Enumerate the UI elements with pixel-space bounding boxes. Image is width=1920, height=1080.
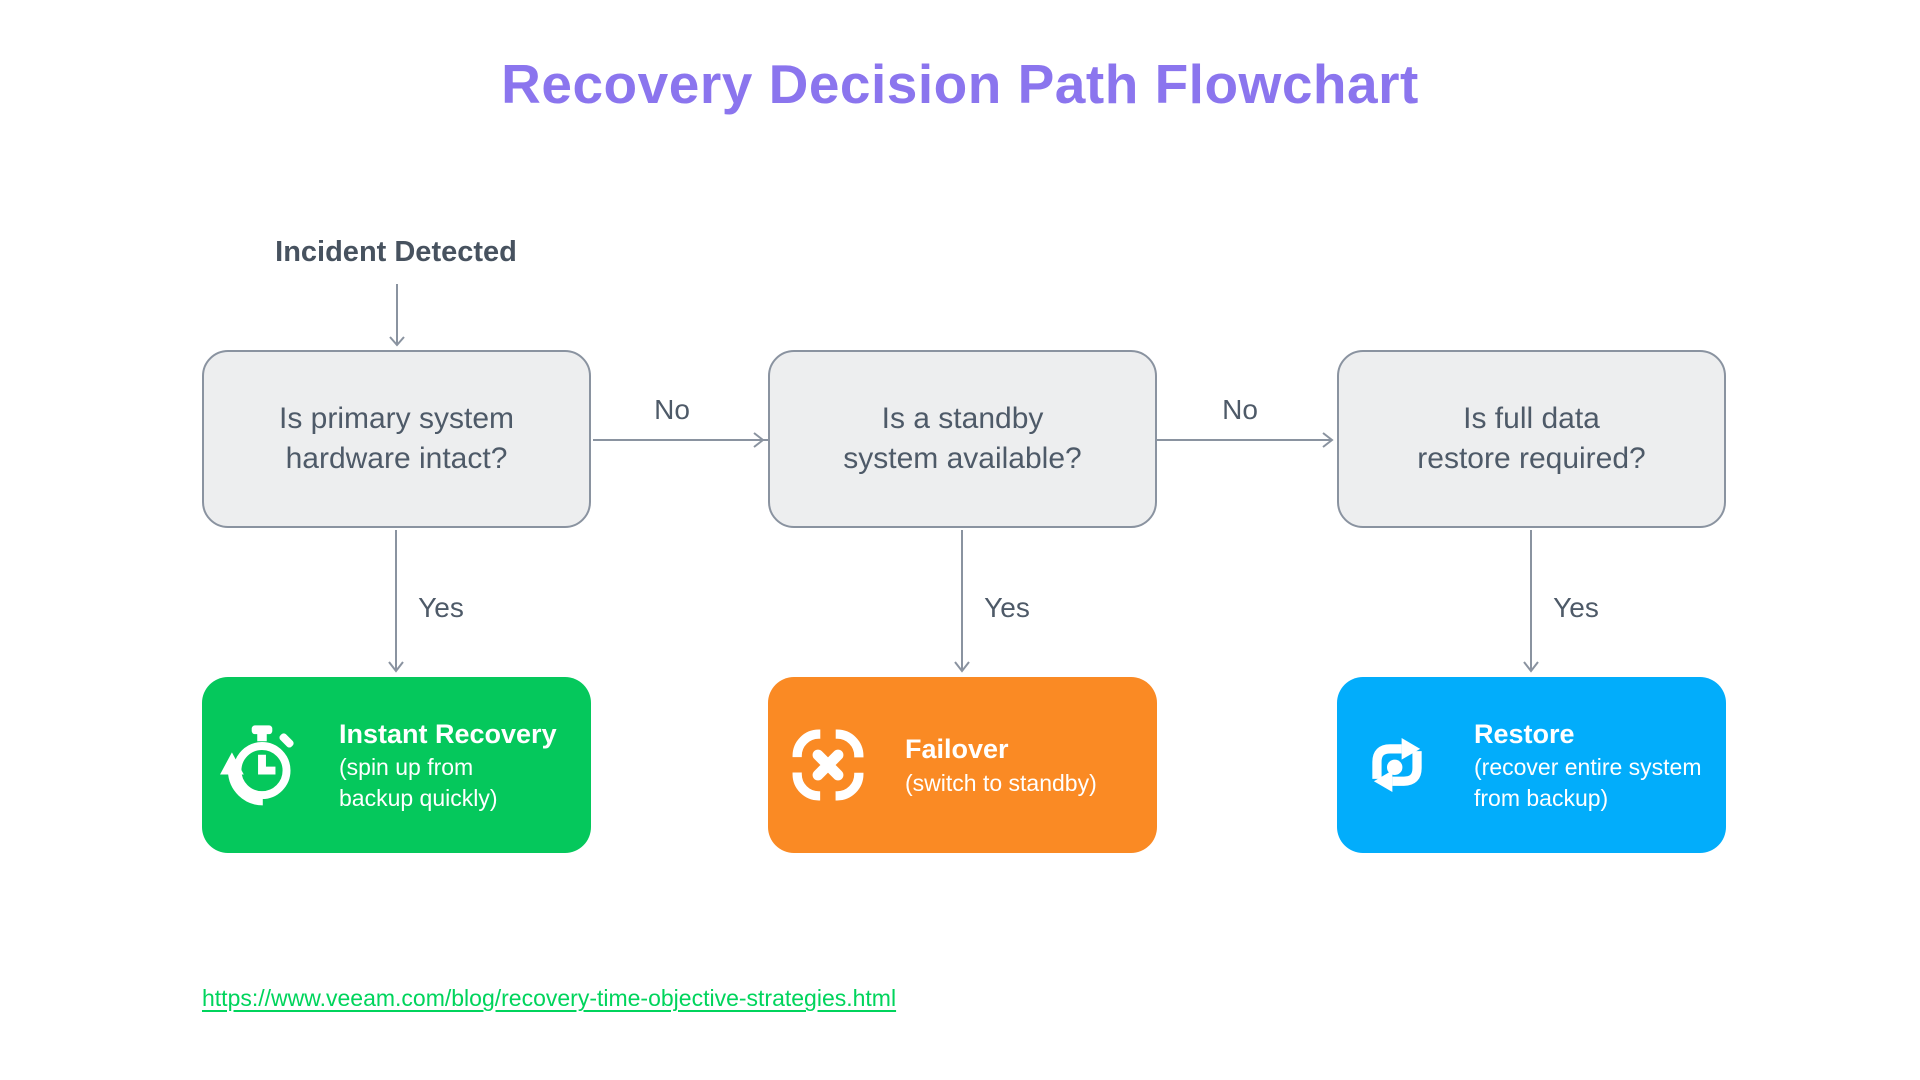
decision-box-hardware-intact: Is primary system hardware intact? <box>202 350 591 528</box>
result-title: Failover <box>905 734 1009 765</box>
result-subtitle: (switch to standby) <box>905 769 1097 796</box>
result-text: Failover (switch to standby) <box>905 731 1097 798</box>
decision-question: Is primary system hardware intact? <box>278 401 515 476</box>
result-box-failover: Failover (switch to standby) <box>768 677 1157 853</box>
stopwatch-icon <box>220 725 300 806</box>
result-subtitle: (spin up from backup quickly) <box>339 754 498 812</box>
result-text: Instant Recovery (spin up from backup qu… <box>339 716 557 815</box>
arrowhead <box>389 336 405 347</box>
arrowhead <box>753 432 765 448</box>
source-link[interactable]: https://www.veeam.com/blog/recovery-time… <box>202 985 897 1011</box>
decision-question: Is full data restore required? <box>1417 401 1646 476</box>
decision-box-standby-available: Is a standby system available? <box>768 350 1157 528</box>
restore-cycle-icon <box>1359 725 1435 805</box>
result-text: Restore (recover entire system from back… <box>1474 716 1702 815</box>
edge-label-no-1: No <box>654 394 690 425</box>
page-title: Recovery Decision Path Flowchart <box>501 53 1419 115</box>
arrowhead <box>388 661 404 673</box>
edge-label-yes-2: Yes <box>984 592 1030 623</box>
arrowhead <box>1523 661 1539 673</box>
arrowhead <box>1322 432 1334 448</box>
failover-x-icon <box>790 725 866 805</box>
result-box-restore: Restore (recover entire system from back… <box>1337 677 1726 853</box>
result-title: Instant Recovery <box>339 718 557 749</box>
result-subtitle: (recover entire system from backup) <box>1474 754 1702 812</box>
result-title: Restore <box>1474 718 1575 749</box>
result-box-instant-recovery: Instant Recovery (spin up from backup qu… <box>202 677 591 853</box>
edge-label-yes-1: Yes <box>418 592 464 623</box>
decision-box-full-restore-required: Is full data restore required? <box>1337 350 1726 528</box>
arrowhead <box>954 661 970 673</box>
edge-label-no-2: No <box>1222 394 1258 425</box>
decision-question: Is a standby system available? <box>843 401 1082 476</box>
edge-label-yes-3: Yes <box>1553 592 1599 623</box>
start-label: Incident Detected <box>275 236 517 268</box>
